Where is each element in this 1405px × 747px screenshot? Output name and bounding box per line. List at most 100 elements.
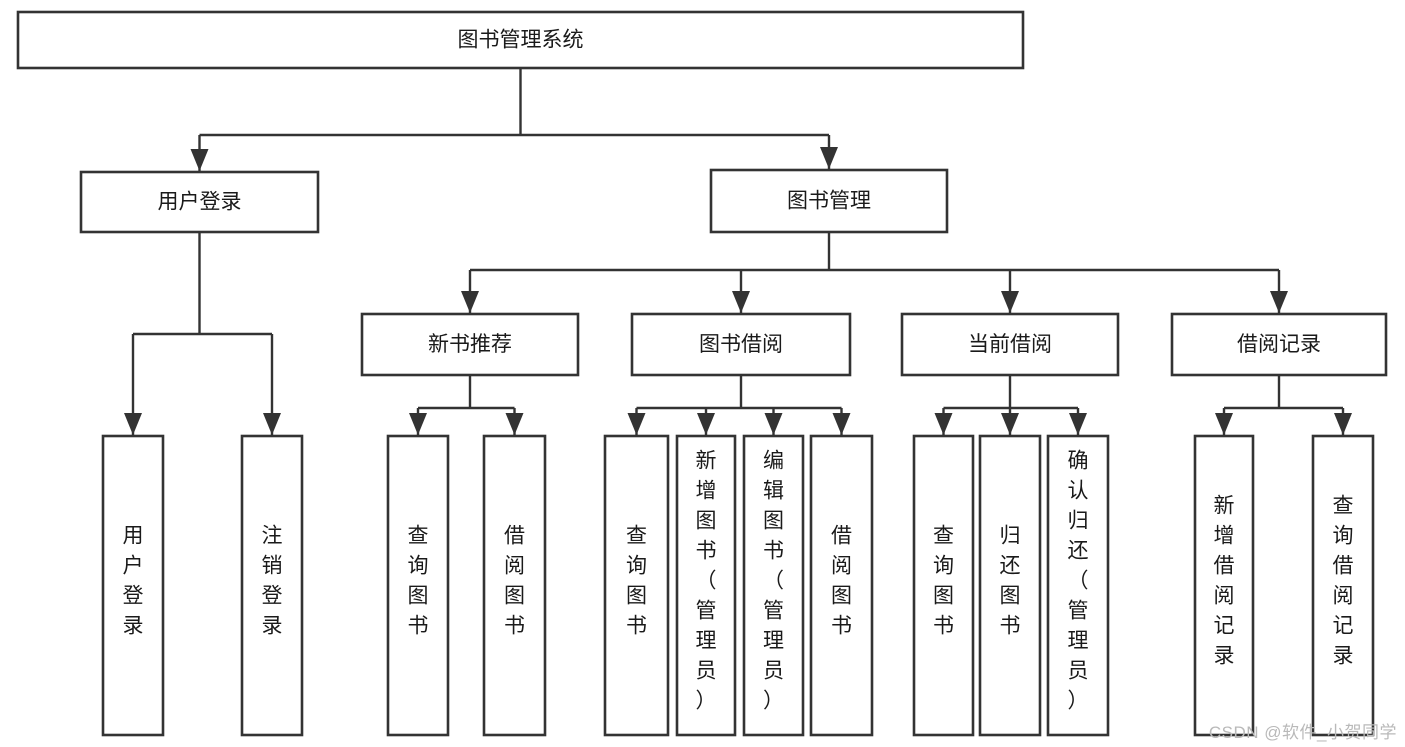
node-label-char: 书: [408, 615, 429, 638]
node-label-char: 录: [123, 615, 144, 638]
node-label-char: 新: [1214, 495, 1235, 518]
node-label-char: 确: [1068, 450, 1089, 473]
node-leaf-add-borrow-record[interactable]: 新增借阅记录新增借阅记录: [1193, 434, 1255, 737]
node-label: 新书推荐: [428, 333, 512, 356]
node-label-char: 书: [831, 615, 852, 638]
node-label-char: 还: [1000, 555, 1021, 578]
node-label-char: （: [763, 570, 784, 593]
node-label-char: 归: [1068, 510, 1089, 533]
node-label-char: 借: [1214, 555, 1235, 578]
node-label-char: 查: [408, 525, 429, 548]
node-leaf-query-book-current[interactable]: 查询图书查询图书: [912, 434, 975, 737]
node-label: 图书管理系统: [458, 29, 584, 52]
node-user-login[interactable]: 用户登录: [79, 170, 320, 234]
arrow-head: [1270, 291, 1288, 313]
arrow-head: [263, 413, 281, 435]
node-label-char: 书: [626, 615, 647, 638]
arrow-head: [1001, 291, 1019, 313]
node-label-char: 图: [696, 510, 717, 533]
arrow-head: [1215, 413, 1233, 435]
node-book-manage[interactable]: 图书管理: [709, 168, 949, 234]
arrow-head: [124, 413, 142, 435]
node-label: 借阅记录: [1237, 333, 1321, 356]
node-label-char: 销: [262, 555, 283, 578]
node-label-char: 注: [262, 525, 283, 548]
arrow-head: [764, 413, 783, 435]
node-book-borrow[interactable]: 图书借阅: [630, 312, 852, 377]
node-new-book-recommend[interactable]: 新书推荐: [360, 312, 580, 377]
node-current-borrow[interactable]: 当前借阅: [900, 312, 1120, 377]
node-label-char: 查: [1333, 495, 1354, 518]
node-label-char: ）: [1068, 690, 1089, 713]
node-label-char: 用: [123, 525, 144, 548]
arrow-head: [1334, 413, 1352, 435]
node-label-char: 归: [1000, 525, 1021, 548]
node-label-char: 图: [933, 585, 954, 608]
node-label-char: 阅: [831, 555, 852, 578]
node-label-char: ）: [696, 690, 717, 713]
node-label-char: 图: [408, 585, 429, 608]
node-label-char: 管: [1068, 600, 1089, 623]
node-label-char: 管: [763, 600, 784, 623]
node-label-char: 增: [696, 480, 717, 503]
node-label-char: 借: [831, 525, 852, 548]
arrow-head: [190, 149, 209, 171]
arrow-head: [832, 413, 851, 435]
node-label-char: （: [696, 570, 717, 593]
node-label-char: 还: [1068, 540, 1089, 563]
node-label-char: 阅: [1214, 585, 1235, 608]
node-boxes: 图书管理系统用户登录图书管理新书推荐图书借阅当前借阅借阅记录用户登录用户登录注销…: [16, 10, 1388, 737]
node-leaf-borrow-book[interactable]: 借阅图书借阅图书: [809, 434, 874, 737]
arrow-head: [627, 413, 646, 435]
node-label-char: 编: [763, 450, 784, 473]
node-leaf-user-login[interactable]: 用户登录用户登录: [101, 434, 165, 737]
node-label-char: 图: [763, 510, 784, 533]
node-label-char: 新: [696, 450, 717, 473]
node-label-char: 询: [626, 555, 647, 578]
arrow-head: [505, 413, 524, 435]
node-label-char: 增: [1214, 525, 1235, 548]
node-label-char: 记: [1214, 615, 1235, 638]
connector-links: [124, 68, 1352, 435]
node-leaf-query-book-recommend[interactable]: 查询图书查询图书: [386, 434, 450, 737]
node-label-char: 登: [123, 585, 144, 608]
node-leaf-query-book-borrow[interactable]: 查询图书查询图书: [603, 434, 670, 737]
arrow-head: [1069, 413, 1087, 435]
node-label-char: 录: [262, 615, 283, 638]
node-label-char: 查: [933, 525, 954, 548]
node-label-char: 理: [696, 630, 717, 653]
arrow-head: [409, 413, 427, 435]
node-leaf-logout[interactable]: 注销登录注销登录: [240, 434, 304, 737]
node-label-char: 辑: [763, 480, 784, 503]
node-label-char: 图: [626, 585, 647, 608]
arrow-head: [461, 291, 479, 313]
node-label-char: 借: [504, 525, 525, 548]
node-root-root[interactable]: 图书管理系统: [16, 10, 1025, 70]
node-label: 用户登录: [158, 191, 242, 214]
node-leaf-query-borrow-record[interactable]: 查询借阅记录查询借阅记录: [1311, 434, 1375, 737]
node-label-char: 询: [408, 555, 429, 578]
node-label-char: 书: [933, 615, 954, 638]
node-label-char: 认: [1068, 480, 1089, 503]
node-label-char: 员: [763, 660, 784, 683]
node-label-char: （: [1068, 570, 1089, 593]
node-label-char: 借: [1333, 555, 1354, 578]
node-label-char: 录: [1214, 645, 1235, 668]
node-label-char: 管: [696, 600, 717, 623]
node-label-char: 员: [1068, 660, 1089, 683]
node-label-char: 理: [763, 630, 784, 653]
node-label-char: 询: [1333, 525, 1354, 548]
node-borrow-record[interactable]: 借阅记录: [1170, 312, 1388, 377]
node-leaf-return-book[interactable]: 归还图书归还图书: [978, 434, 1042, 737]
node-label-char: 员: [696, 660, 717, 683]
arrow-head: [934, 413, 953, 435]
node-label-char: 书: [696, 540, 717, 563]
node-label-char: 记: [1333, 615, 1354, 638]
node-label-char: 户: [123, 555, 144, 578]
node-label-char: ）: [763, 690, 784, 713]
node-label-char: 图: [831, 585, 852, 608]
node-leaf-borrow-book-recommend[interactable]: 借阅图书借阅图书: [482, 434, 547, 737]
